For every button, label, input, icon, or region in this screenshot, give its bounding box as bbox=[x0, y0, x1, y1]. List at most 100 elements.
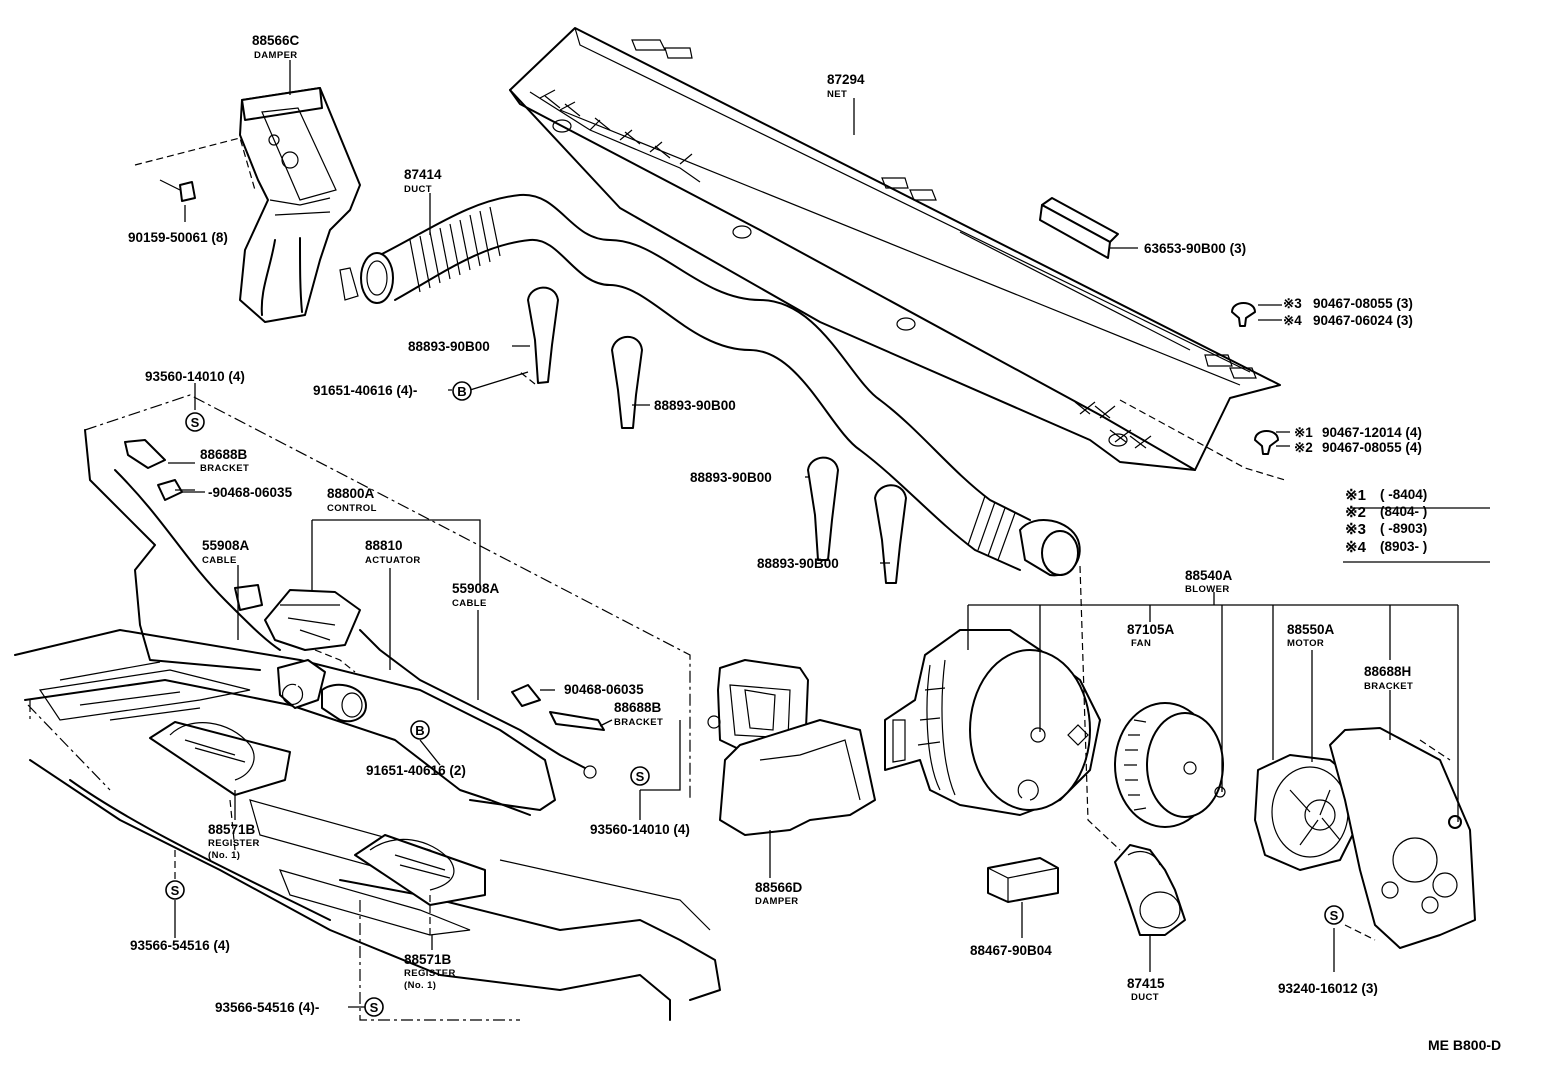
svg-text:DAMPER: DAMPER bbox=[254, 50, 298, 61]
net-panel-drawing bbox=[509, 27, 1281, 471]
label-88810: 88810 ACTUATOR bbox=[365, 538, 421, 566]
damper-top-drawing bbox=[159, 87, 361, 323]
svg-text:FAN: FAN bbox=[1131, 638, 1151, 649]
svg-text:BRACKET: BRACKET bbox=[1364, 681, 1413, 692]
label-90159: 90159-50061 (8) bbox=[128, 230, 228, 245]
label-90467-12014: ※1 90467-12014 (4) bbox=[1294, 425, 1422, 440]
svg-text:87105A: 87105A bbox=[1127, 622, 1175, 637]
svg-text:88571B: 88571B bbox=[208, 822, 256, 837]
label-93240: 93240-16012 (3) bbox=[1278, 981, 1378, 996]
circled-symbols: S S S S S B B bbox=[165, 381, 1344, 1017]
part-labels: 88566C DAMPER 87294 NET 87414 DUCT 90159… bbox=[128, 33, 1422, 1015]
svg-text:(No. 1): (No. 1) bbox=[404, 980, 436, 991]
svg-text:BRACKET: BRACKET bbox=[200, 463, 249, 474]
svg-text:90467-08055 (4): 90467-08055 (4) bbox=[1322, 440, 1422, 455]
label-93560-b: 93560-14010 (4) bbox=[590, 822, 690, 837]
legend-row-2: ※2 (8404- ) bbox=[1345, 504, 1427, 521]
duct-hose-drawing bbox=[360, 193, 1081, 577]
b-symbol-icon: B bbox=[452, 381, 472, 401]
label-88688h: 88688H BRACKET bbox=[1364, 664, 1413, 692]
svg-text:88550A: 88550A bbox=[1287, 622, 1335, 637]
svg-text:BRACKET: BRACKET bbox=[614, 717, 663, 728]
s-symbol-icon: S bbox=[1324, 905, 1344, 925]
label-88893-c: 88893-90B00 bbox=[690, 470, 772, 485]
label-90468-a: -90468-06035 bbox=[208, 485, 293, 500]
svg-text:S: S bbox=[370, 1000, 379, 1015]
leader-lines bbox=[168, 60, 1490, 1008]
pad-drawing bbox=[1039, 197, 1119, 259]
label-88800a: 88800A CONTROL bbox=[327, 486, 377, 514]
svg-text:(No. 1): (No. 1) bbox=[208, 850, 240, 861]
svg-text:(8404- ): (8404- ) bbox=[1380, 504, 1427, 519]
s-symbol-icon: S bbox=[364, 997, 384, 1017]
svg-text:CONTROL: CONTROL bbox=[327, 503, 377, 514]
motor-bracket-drawing bbox=[1254, 727, 1476, 949]
svg-text:※1: ※1 bbox=[1345, 487, 1366, 504]
svg-text:※2: ※2 bbox=[1345, 504, 1366, 521]
label-88467: 88467-90B04 bbox=[970, 943, 1052, 958]
label-88688b-a: 88688B BRACKET bbox=[200, 447, 249, 474]
s-symbol-icon: S bbox=[630, 766, 650, 786]
svg-text:※4: ※4 bbox=[1283, 313, 1302, 328]
label-90467-08055-b: ※2 90467-08055 (4) bbox=[1294, 440, 1422, 455]
svg-text:90467-08055 (3): 90467-08055 (3) bbox=[1313, 296, 1413, 311]
foam-block-drawing bbox=[987, 857, 1059, 903]
floor-console-drawing bbox=[14, 394, 721, 1021]
svg-text:88810: 88810 bbox=[365, 538, 403, 553]
svg-text:MOTOR: MOTOR bbox=[1287, 638, 1324, 649]
svg-text:90467-12014 (4): 90467-12014 (4) bbox=[1322, 425, 1422, 440]
svg-text:※3: ※3 bbox=[1345, 521, 1366, 538]
svg-text:87415: 87415 bbox=[1127, 976, 1165, 991]
svg-text:88566D: 88566D bbox=[755, 880, 803, 895]
duct-small-drawing bbox=[1114, 844, 1186, 936]
label-88571b-b: 88571B REGISTER (No. 1) bbox=[404, 952, 456, 991]
label-88688b-b: 88688B BRACKET bbox=[614, 700, 663, 728]
svg-text:S: S bbox=[191, 415, 200, 430]
svg-text:ACTUATOR: ACTUATOR bbox=[365, 555, 421, 566]
label-55908a-b: 55908A CABLE bbox=[452, 581, 500, 609]
svg-text:( -8903): ( -8903) bbox=[1380, 521, 1427, 536]
svg-text:87414: 87414 bbox=[404, 167, 442, 182]
diagram-code: ME B800-D bbox=[1428, 1037, 1501, 1053]
label-90467-08055-a: ※3 90467-08055 (3) bbox=[1283, 296, 1413, 311]
b-symbol-icon: B bbox=[410, 720, 430, 740]
svg-text:88566C: 88566C bbox=[252, 33, 300, 48]
label-88566d: 88566D DAMPER bbox=[755, 880, 803, 907]
label-88566c: 88566C DAMPER bbox=[252, 33, 300, 61]
svg-text:55908A: 55908A bbox=[202, 538, 250, 553]
svg-text:( -8404): ( -8404) bbox=[1380, 487, 1427, 502]
svg-text:88688H: 88688H bbox=[1364, 664, 1411, 679]
legend-row-1: ※1 ( -8404) bbox=[1345, 487, 1427, 504]
svg-text:88540A: 88540A bbox=[1185, 568, 1233, 583]
s-symbol-icon: S bbox=[185, 412, 205, 432]
svg-text:REGISTER: REGISTER bbox=[404, 968, 456, 979]
svg-text:88800A: 88800A bbox=[327, 486, 375, 501]
damper-bottom-drawing bbox=[707, 659, 876, 836]
control-actuator-drawing bbox=[234, 584, 597, 779]
label-91651-a: 91651-40616 (4)- bbox=[313, 383, 417, 398]
fan-drawing bbox=[1114, 702, 1226, 828]
svg-text:55908A: 55908A bbox=[452, 581, 500, 596]
label-87415: 87415 DUCT bbox=[1127, 976, 1165, 1003]
svg-text:S: S bbox=[171, 883, 180, 898]
svg-text:87294: 87294 bbox=[827, 72, 865, 87]
svg-text:88688B: 88688B bbox=[614, 700, 662, 715]
svg-text:CABLE: CABLE bbox=[452, 598, 487, 609]
label-88540a: 88540A BLOWER bbox=[1185, 568, 1233, 595]
svg-text:BLOWER: BLOWER bbox=[1185, 584, 1230, 595]
svg-text:B: B bbox=[415, 723, 424, 738]
rivet-drawings bbox=[1231, 302, 1279, 455]
svg-text:S: S bbox=[1330, 908, 1339, 923]
label-91651-b: 91651-40616 (2) bbox=[366, 763, 466, 778]
label-87414: 87414 DUCT bbox=[404, 167, 442, 195]
connection-lines bbox=[134, 137, 1451, 941]
label-55908a-a: 55908A CABLE bbox=[202, 538, 250, 566]
label-87105a: 87105A FAN bbox=[1127, 622, 1175, 649]
legend-row-3: ※3 ( -8903) bbox=[1345, 521, 1427, 538]
svg-text:B: B bbox=[457, 384, 466, 399]
svg-text:※1: ※1 bbox=[1294, 425, 1313, 440]
label-88893-d: 88893-90B00 bbox=[757, 556, 839, 571]
svg-text:DUCT: DUCT bbox=[1131, 992, 1159, 1003]
svg-text:※3: ※3 bbox=[1283, 296, 1302, 311]
